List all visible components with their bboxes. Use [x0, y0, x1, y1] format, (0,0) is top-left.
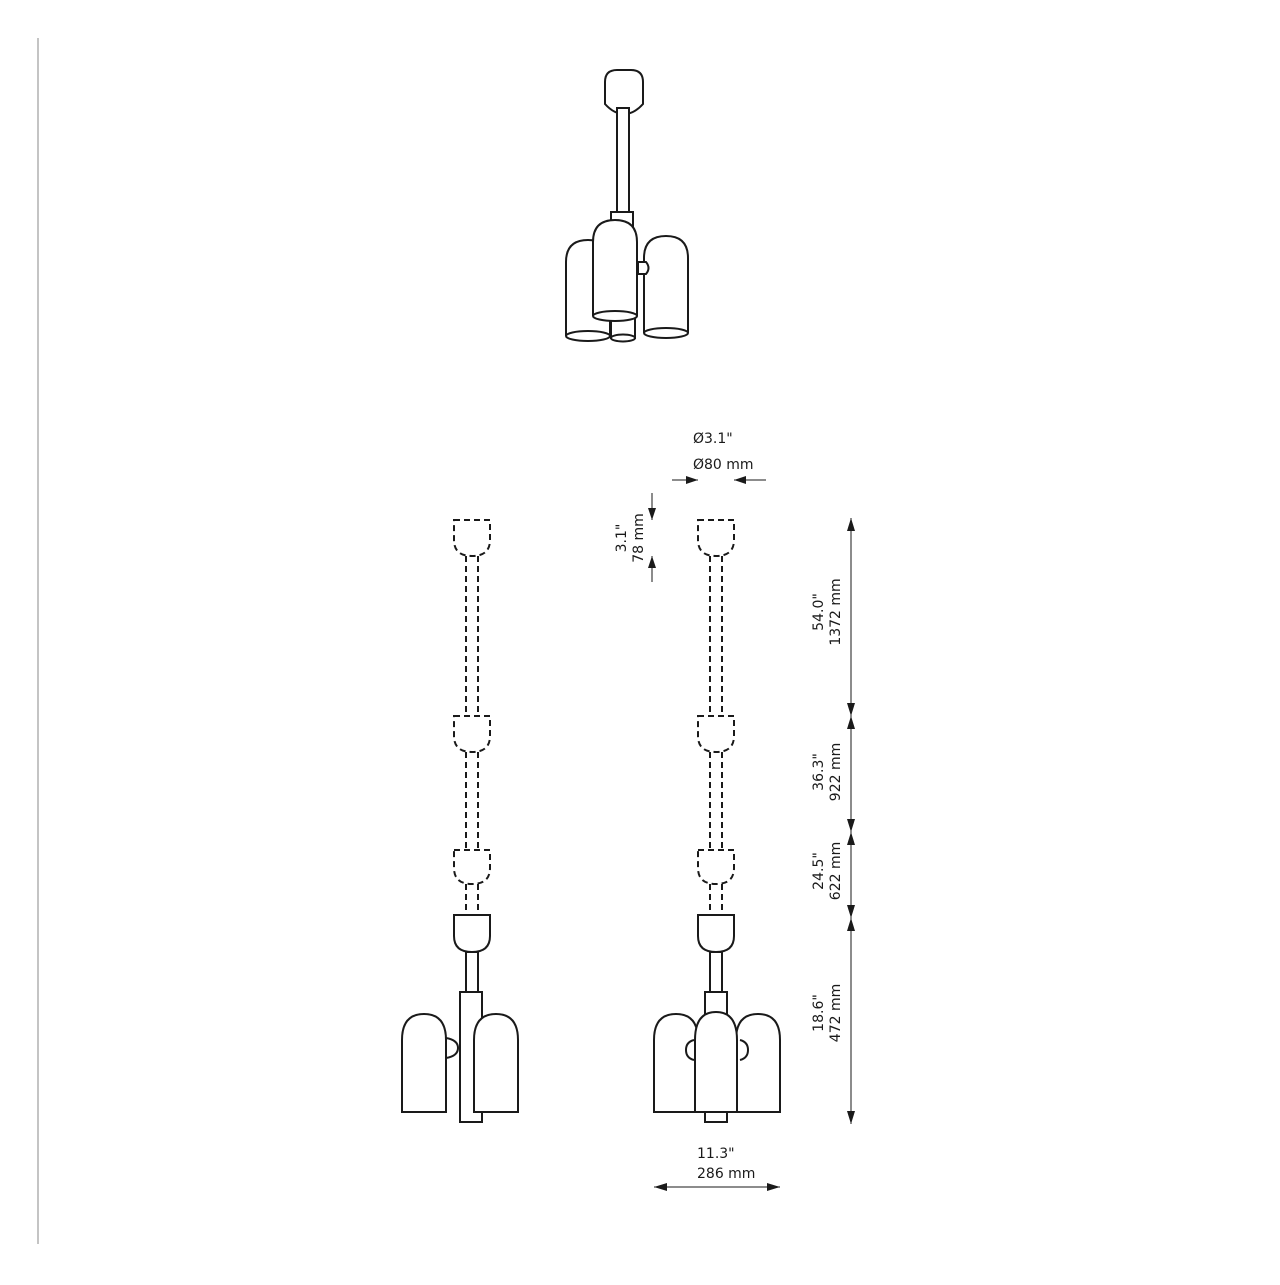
width-in-label: 11.3": [697, 1146, 735, 1162]
side-knob: [445, 1036, 460, 1060]
perspective-knob: [637, 261, 650, 275]
diameter-in-label: Ø3.1": [693, 431, 733, 447]
side-view: [401, 519, 519, 1123]
perspective-shade-front-rim: [592, 310, 638, 322]
side-shade-right: [473, 1012, 519, 1113]
perspective-shade-left-rim: [565, 330, 611, 342]
canopy-mm-label: 78 mm: [631, 513, 647, 563]
height-total-mm-label: 1372 mm: [828, 578, 844, 645]
side-canopy-dashed: [453, 519, 491, 558]
height-dimension-chain: 54.0" 1372 mm 36.3" 922 mm 24.5" 622 mm …: [811, 518, 855, 1124]
side-coupler-dashed-2: [453, 849, 491, 886]
diameter-mm-label: Ø80 mm: [693, 457, 754, 473]
front-shade-center: [694, 1010, 738, 1113]
canopy-height-dimension: 3.1" 78 mm: [614, 493, 656, 582]
front-stem: [709, 951, 723, 993]
front-hub: [704, 991, 728, 1015]
front-coupler-dashed-2: [697, 849, 735, 886]
perspective-shade-right: [643, 234, 689, 333]
height-mid-mm-label: 922 mm: [828, 743, 844, 801]
fixture-in-label: 18.6": [811, 994, 827, 1032]
front-shade-right: [735, 1012, 781, 1113]
height-short-mm-label: 622 mm: [828, 842, 844, 900]
side-canopy: [453, 914, 491, 954]
front-canopy-dashed: [697, 519, 735, 558]
side-coupler-dashed-1: [453, 715, 491, 754]
height-total-in-label: 54.0": [811, 593, 827, 631]
front-knob-right: [739, 1039, 750, 1061]
width-dimension: 11.3" 286 mm: [654, 1146, 780, 1191]
perspective-center-tube-rim: [610, 333, 636, 343]
front-shade-left: [653, 1012, 699, 1113]
height-mid-in-label: 36.3": [811, 753, 827, 791]
perspective-shade-front: [592, 218, 638, 316]
height-short-in-label: 24.5": [811, 852, 827, 890]
front-coupler-dashed-1: [697, 715, 735, 754]
side-stem: [465, 951, 479, 993]
fixture-mm-label: 472 mm: [828, 984, 844, 1042]
canopy-in-label: 3.1": [614, 524, 630, 553]
perspective-stem: [616, 107, 630, 219]
front-knob-left: [684, 1039, 695, 1061]
perspective-shade-right-rim: [643, 327, 689, 339]
perspective-view: [565, 69, 689, 343]
front-canopy: [697, 914, 735, 954]
front-view: [653, 519, 781, 1123]
width-mm-label: 286 mm: [697, 1166, 755, 1182]
diameter-dimension: Ø3.1" Ø80 mm: [672, 431, 766, 484]
side-shade-left: [401, 1012, 447, 1113]
